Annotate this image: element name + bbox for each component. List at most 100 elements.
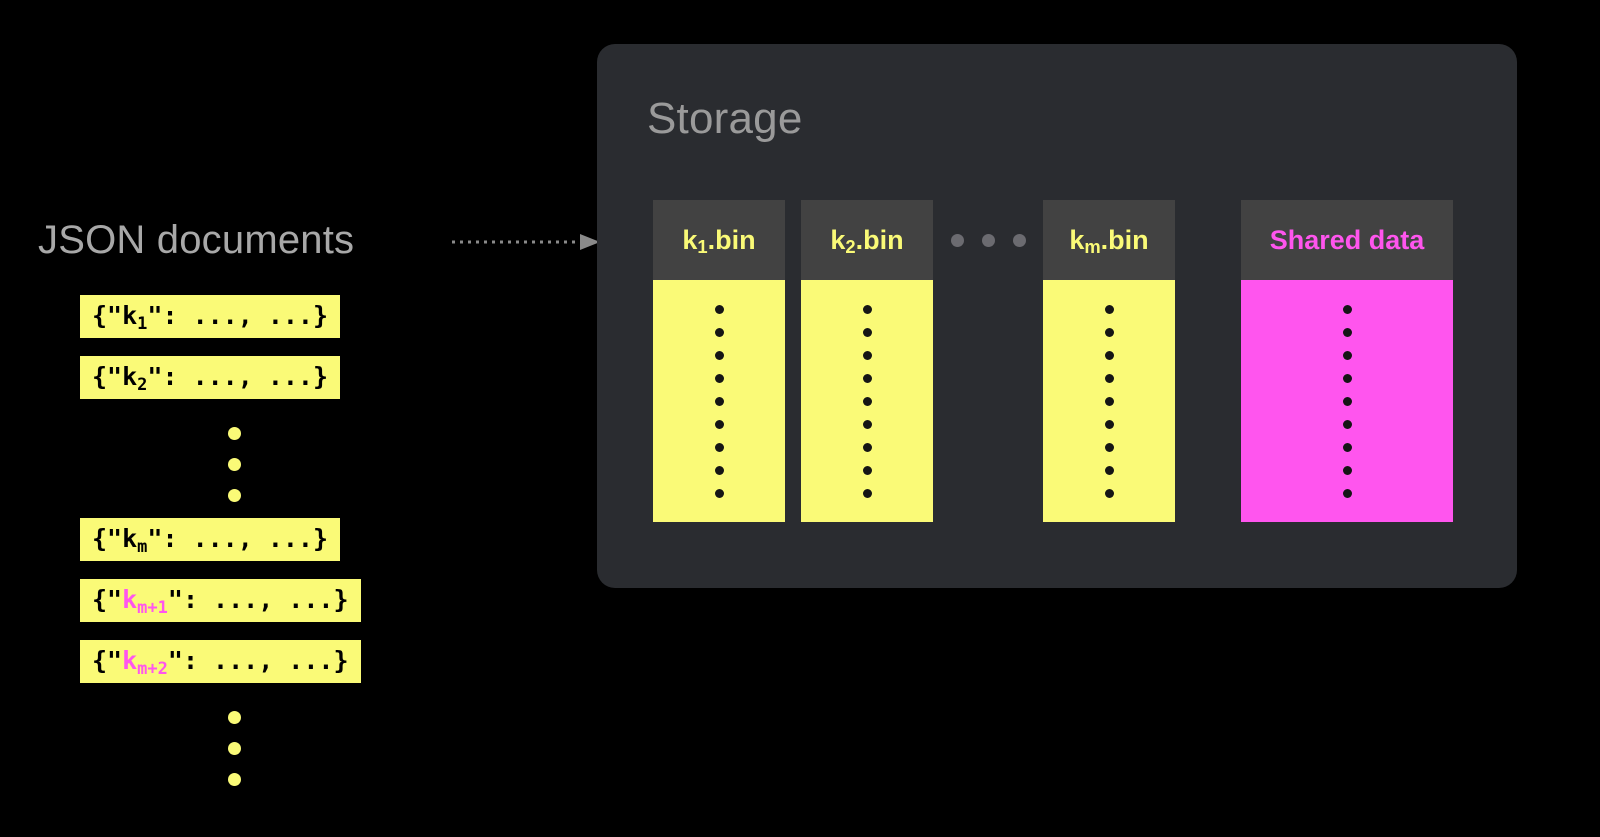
column-header-km-bin: km.bin — [1043, 200, 1175, 280]
doc-key: k — [122, 362, 138, 391]
record-dot — [1104, 488, 1114, 498]
column-header-k2-bin: k2.bin — [801, 200, 933, 280]
document-row-km: {"km": ..., ...} — [80, 518, 341, 561]
record-dot — [1104, 396, 1114, 406]
record-dot — [862, 396, 872, 406]
record-dot — [714, 304, 724, 314]
record-dot — [1104, 419, 1114, 429]
column-label-ext: .bin — [855, 224, 904, 255]
storage-column-k2-bin[interactable]: k2.bin — [801, 200, 933, 522]
record-dot — [714, 396, 724, 406]
column-label-base: k — [830, 224, 846, 255]
column-label-subscript: m — [1084, 236, 1101, 258]
record-dot — [862, 304, 872, 314]
column-header-shared-data: Shared data — [1241, 200, 1453, 280]
ellipsis-dot — [228, 711, 241, 724]
doc-prefix: {" — [92, 362, 123, 391]
record-dot — [1104, 350, 1114, 360]
column-body-k1-bin — [653, 280, 785, 522]
record-dot — [862, 465, 872, 475]
document-row-k2: {"k2": ..., ...} — [80, 356, 341, 399]
doc-suffix: ": ..., ...} — [167, 646, 349, 675]
record-dot — [1342, 327, 1352, 337]
doc-key: k — [122, 301, 138, 330]
record-dot — [1342, 488, 1352, 498]
doc-key-subscript: m — [137, 536, 148, 557]
columns-horizontal-ellipsis — [933, 200, 1043, 280]
record-dot — [714, 373, 724, 383]
dotted-arrow-icon — [452, 234, 600, 250]
doc-suffix: ": ..., ...} — [147, 362, 329, 391]
record-dot — [862, 350, 872, 360]
doc-prefix: {" — [92, 585, 123, 614]
column-label-base: k — [1069, 224, 1085, 255]
doc-key-subscript: 2 — [137, 374, 148, 395]
record-dot — [1104, 442, 1114, 452]
flow-arrow — [452, 230, 602, 254]
doc-key-shared: k — [122, 585, 138, 614]
documents-vertical-ellipsis-bottom — [80, 711, 500, 786]
record-dot — [862, 327, 872, 337]
doc-suffix: ": ..., ...} — [167, 585, 349, 614]
record-dot — [1342, 396, 1352, 406]
record-dot — [1104, 465, 1114, 475]
doc-key-subscript-shared: m+2 — [137, 658, 168, 679]
document-row-k1: {"k1": ..., ...} — [80, 295, 341, 338]
column-label-subscript: 2 — [845, 236, 856, 258]
doc-key-shared: k — [122, 646, 138, 675]
ellipsis-dot — [228, 742, 241, 755]
record-dot — [1104, 327, 1114, 337]
doc-key-subscript-shared: m+1 — [137, 597, 168, 618]
documents-vertical-ellipsis-top — [80, 427, 500, 502]
record-dot — [714, 419, 724, 429]
record-dot — [1342, 373, 1352, 383]
record-dot — [1104, 373, 1114, 383]
doc-key: k — [122, 524, 138, 553]
ellipsis-dot — [228, 773, 241, 786]
column-label-shared: Shared data — [1269, 224, 1425, 255]
ellipsis-dot — [950, 233, 964, 247]
column-body-km-bin — [1043, 280, 1175, 522]
record-dot — [862, 488, 872, 498]
storage-column-shared-data[interactable]: Shared data — [1241, 200, 1453, 522]
ellipsis-dot — [228, 458, 241, 471]
document-row-km1: {"km+1": ..., ...} — [80, 579, 361, 622]
column-header-k1-bin: k1.bin — [653, 200, 785, 280]
storage-column-km-bin[interactable]: km.bin — [1043, 200, 1175, 522]
ellipsis-dot — [981, 233, 995, 247]
doc-key-subscript: 1 — [137, 313, 148, 334]
storage-column-k1-bin[interactable]: k1.bin — [653, 200, 785, 522]
record-dot — [714, 442, 724, 452]
column-label-ext: .bin — [707, 224, 756, 255]
record-dot — [862, 373, 872, 383]
record-dot — [1342, 419, 1352, 429]
ellipsis-dot — [1012, 233, 1026, 247]
column-label-base: k — [682, 224, 698, 255]
record-dot — [1104, 304, 1114, 314]
doc-suffix: ": ..., ...} — [147, 524, 329, 553]
doc-prefix: {" — [92, 646, 123, 675]
doc-prefix: {" — [92, 524, 123, 553]
record-dot — [1342, 350, 1352, 360]
column-label-ext: .bin — [1100, 224, 1149, 255]
record-dot — [862, 442, 872, 452]
record-dot — [1342, 304, 1352, 314]
document-row-km2: {"km+2": ..., ...} — [80, 640, 361, 683]
storage-panel: Storage k1.bin k2.bin — [597, 44, 1517, 588]
column-body-k2-bin — [801, 280, 933, 522]
column-label-subscript: 1 — [697, 236, 708, 258]
json-documents-title: JSON documents — [38, 218, 355, 262]
json-documents-list: {"k1": ..., ...} {"k2": ..., ...} {"km":… — [80, 295, 500, 802]
column-body-shared-data — [1241, 280, 1453, 522]
ellipsis-dot — [228, 427, 241, 440]
doc-suffix: ": ..., ...} — [147, 301, 329, 330]
storage-columns: k1.bin k2.bin — [653, 200, 1453, 522]
record-dot — [862, 419, 872, 429]
record-dot — [1342, 442, 1352, 452]
record-dot — [714, 327, 724, 337]
json-documents-section: JSON documents {"k1": ..., ...} {"k2": .… — [0, 0, 600, 837]
record-dot — [714, 350, 724, 360]
doc-prefix: {" — [92, 301, 123, 330]
record-dot — [1342, 465, 1352, 475]
record-dot — [714, 465, 724, 475]
